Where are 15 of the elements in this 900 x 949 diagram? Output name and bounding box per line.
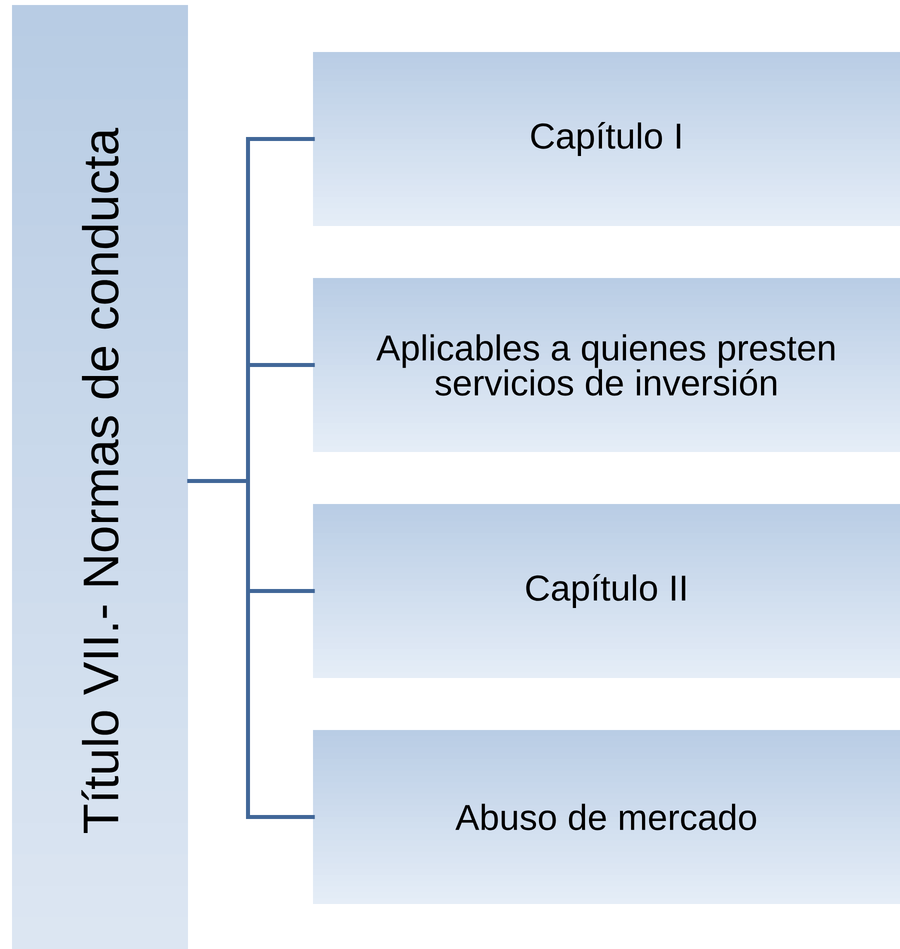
node-label: Capítulo I — [531, 122, 680, 156]
chapter-box: Capítulo I — [313, 52, 900, 226]
connector-line — [248, 815, 315, 819]
connector-trunk — [185, 135, 250, 821]
chapter-box: Capítulo II — [313, 504, 900, 678]
node-label: Capítulo II — [526, 574, 686, 608]
chapter-box: Abuso de mercado — [313, 730, 900, 904]
connector-line — [248, 589, 315, 593]
node-label: Aplicables a quienes presten servicios de inversión — [376, 334, 834, 396]
title-panel: Título VII.- Normas de conducta — [12, 5, 188, 949]
node-label: Abuso de mercado — [455, 804, 756, 830]
connector-line — [248, 137, 315, 141]
chapter-box: Aplicables a quienes presten servicios de inversión — [313, 278, 900, 452]
connector-line — [248, 363, 315, 367]
node-label: Título VII.- Normas de conducta — [81, 128, 119, 834]
